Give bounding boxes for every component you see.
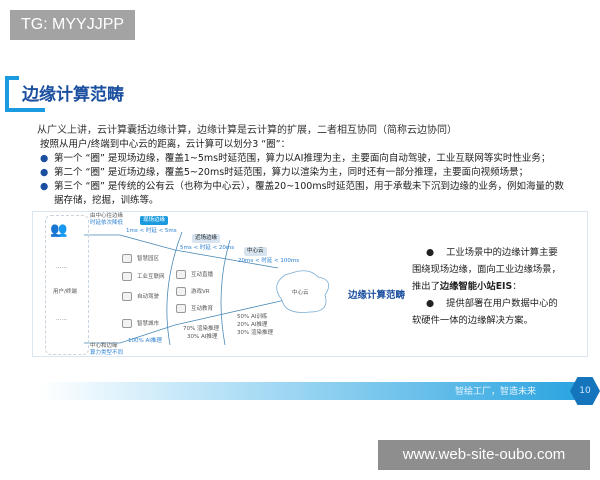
scenario-label: 游戏VR [191,289,210,295]
right-text: ●工业场景中的边缘计算主要围绕现场边缘，面向工业边缘场景，推出了边缘智能小站EI… [412,244,562,329]
diagram-caption: 边缘计算范畴 [348,290,406,301]
cloud-label: 中心云 [292,290,309,296]
users-icon: 👥 [50,222,68,238]
bullet-3-text: 第三个 “圈” 是传统的公有云（也称为中心云），覆盖20~100ms时延范围，用… [54,181,565,206]
eis-highlight: 边缘智能小站EIS [439,281,513,292]
bullet-dot: ● [40,167,49,178]
right-bullet-1-text: 工业场景中的边缘计算主要围绕现场边缘，面向工业边缘场景，推出了 [412,247,561,292]
scenario-park: 智慧园区 [122,254,159,263]
bullet-2-text: 第二个 “圈” 是近场边缘，覆盖5~20ms时延范围，算力以渲染为主，同时还有一… [54,167,529,178]
bullet-1-text: 第一个 “圈” 是现场边缘，覆盖1~5ms时延范围，算力以AI推理为主，主要面向… [54,153,551,164]
scenario-autodrive: 自动驾驶 [122,292,159,301]
scenario-label: 智慧城市 [137,321,160,327]
watermark-top: TG: MYYJJPP [10,10,135,40]
latency-3: 20ms < 时延 < 100ms [238,258,300,264]
zone-pill-2: 近场边缘 [192,234,221,243]
compute-2b: 30% AI推理 [187,334,218,340]
scenario-label: 互动直播 [191,272,214,278]
dots-top: …… [56,264,67,270]
zone1-arc [166,231,183,346]
scenario-label: 工业互联网 [137,274,165,280]
bullet-dot: ● [426,247,435,258]
bottom-label-1: 中心和边缘 [90,343,118,349]
zone2-arc [220,239,231,346]
compute-3b: 20% AI推理 [237,322,268,328]
scenario-edu: 互动教育 [176,304,213,313]
scenario-live: 互动直播 [176,270,213,279]
top-label-2: 时延依次降低 [90,220,124,226]
title-bracket-base [5,108,45,112]
bottom-arrow-line [84,299,286,344]
compute-3a: 50% AI训练 [237,314,268,320]
watermark-bottom: www.web-site-oubo.com [378,440,590,470]
compute-3c: 30% 渲染推理 [237,330,273,336]
top-arrow-line [84,234,279,269]
scenario-label: 自动驾驶 [137,294,160,300]
scenario-vr: 游戏VR [176,287,210,296]
text-block: 从广义上讲，云计算囊括边缘计算，边缘计算是云计算的扩展，二者相互协同（简称云边协… [37,123,587,208]
scenario-label: 互动教育 [191,306,214,312]
car-icon [122,292,132,301]
live-icon [176,270,186,279]
scenario-label: 智慧园区 [137,256,160,262]
park-icon [122,254,132,263]
bullet-dot: ● [426,298,435,309]
edu-icon [176,304,186,313]
lead-text: 按照从用户/终端到中心云的距离，云计算可以划分3 “圈”： [40,139,291,150]
right-bullet-2: ●提供部署在用户数据中心的软硬件一体的边缘解决方案。 [412,295,562,329]
iiot-icon [122,272,132,281]
scenario-city: 智慧城市 [122,319,159,328]
latency-1: 1ms < 时延 < 5ms [126,228,177,234]
bullet-dot: ● [40,153,49,164]
right-bullet-1: ●工业场景中的边缘计算主要围绕现场边缘，面向工业边缘场景，推出了边缘智能小站EI… [412,244,562,295]
top-label-1: 由中心往边缘 [90,213,124,219]
bullet-dot: ● [40,181,49,192]
bullet-3: ● 第三个 “圈” 是传统的公有云（也称为中心云），覆盖20~100ms时延范围，… [40,180,570,208]
bottom-label-2: 算力类型不同 [90,350,124,356]
cloud-shape [276,270,330,313]
bullet-1: ● 第一个 “圈” 是现场边缘，覆盖1~5ms时延范围，算力以AI推理为主，主要面… [40,152,587,166]
city-icon [122,319,132,328]
scenario-iiot: 工业互联网 [122,272,165,281]
right-bullet-2-text: 提供部署在用户数据中心的软硬件一体的边缘解决方案。 [412,298,558,326]
dots-bottom: …… [56,316,67,322]
compute-1: 100% AI推理 [128,338,162,344]
right-bullet-1-end: ： [512,281,522,292]
page-title: 边缘计算范畴 [22,85,124,105]
footer-slogan: 智绘工厂，智造未来 [455,387,537,397]
zone-pill-1: 现场边缘 [140,216,169,225]
latency-2: 5ms < 时延 < 20ms [180,245,235,251]
compute-2a: 70% 渲染推理 [183,326,219,332]
bullet-2: ● 第二个 “圈” 是近场边缘，覆盖5~20ms时延范围，算力以渲染为主，同时还有… [40,166,587,180]
footer-bar [40,382,580,400]
user-label: 用户/终端 [53,289,77,295]
user-terminal-box [45,215,89,355]
zone-pill-3: 中心云 [244,247,267,256]
intro-text: 从广义上讲，云计算囊括边缘计算，边缘计算是云计算的扩展，二者相互协同（简称云边协… [37,125,457,136]
vr-icon [176,287,186,296]
